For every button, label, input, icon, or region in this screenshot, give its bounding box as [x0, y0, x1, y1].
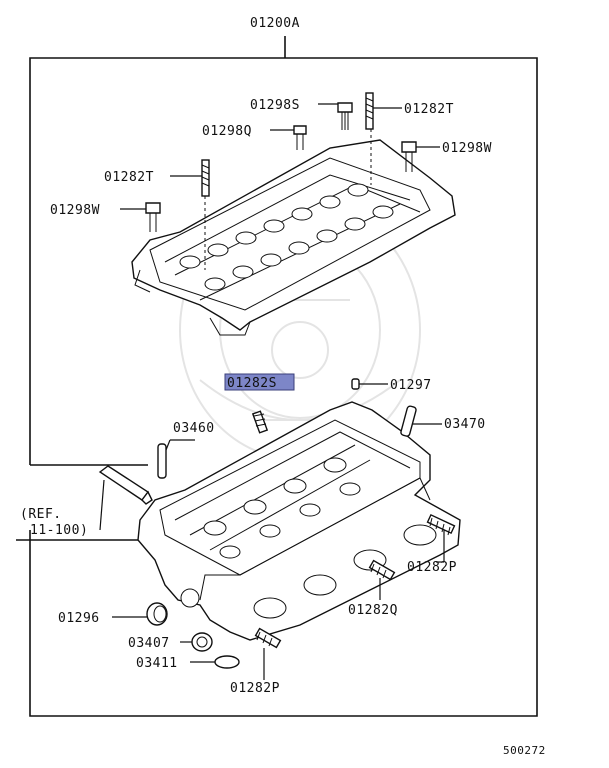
part-label-01282T-top[interactable]: 01282T — [404, 102, 454, 117]
assembly-label: 01200A — [250, 16, 300, 31]
bolt-01298W-left — [145, 202, 161, 232]
bolt-01298W-right — [401, 141, 417, 172]
part-label-01282T-left[interactable]: 01282T — [104, 170, 154, 185]
part-label-03407[interactable]: 03407 — [128, 636, 170, 651]
bolt-01298Q — [293, 125, 307, 150]
part-label-01298S[interactable]: 01298S — [250, 98, 300, 113]
reference-line-2: 11-100) — [30, 523, 88, 538]
part-label-03470[interactable]: 03470 — [444, 417, 486, 432]
stud-01282S — [251, 410, 269, 434]
sealant-tube — [98, 465, 153, 505]
cylinder-head — [137, 401, 461, 641]
stud-01282Q — [368, 559, 396, 581]
seal-03407 — [191, 632, 213, 652]
head-ports — [203, 457, 361, 559]
bolt-01298S — [337, 102, 353, 130]
part-label-03460[interactable]: 03460 — [173, 421, 215, 436]
footer-code: 500272 — [503, 744, 546, 757]
cap-01296 — [146, 602, 168, 626]
stud-01282P-bottom — [254, 627, 282, 649]
reference-line-1: (REF. — [20, 507, 62, 522]
part-label-01296[interactable]: 01296 — [58, 611, 100, 626]
plug-01297 — [351, 378, 360, 390]
part-label-01298W-right[interactable]: 01298W — [442, 141, 492, 156]
part-label-01282Q[interactable]: 01282Q — [348, 603, 398, 618]
part-label-01282P-right[interactable]: 01282P — [407, 560, 457, 575]
plug-03411 — [214, 655, 240, 669]
highlighted-part-box — [224, 373, 295, 391]
part-label-01282P-bottom[interactable]: 01282P — [230, 681, 280, 696]
part-label-01282S[interactable]: 01282S — [227, 376, 277, 391]
part-label-01298W-left[interactable]: 01298W — [50, 203, 100, 218]
carrier-bores — [179, 183, 394, 291]
stud-01282P-right — [426, 513, 456, 536]
part-label-03411[interactable]: 03411 — [136, 656, 178, 671]
assembly-frame — [29, 57, 538, 717]
pin-03470 — [400, 405, 417, 437]
pin-03460 — [157, 443, 167, 479]
part-label-01298Q[interactable]: 01298Q — [202, 124, 252, 139]
stud-01282T-top — [365, 92, 374, 130]
part-label-01297[interactable]: 01297 — [390, 378, 432, 393]
cam-carrier — [131, 139, 456, 336]
leader-lines — [99, 103, 445, 680]
stud-01282T-left — [201, 159, 210, 270]
